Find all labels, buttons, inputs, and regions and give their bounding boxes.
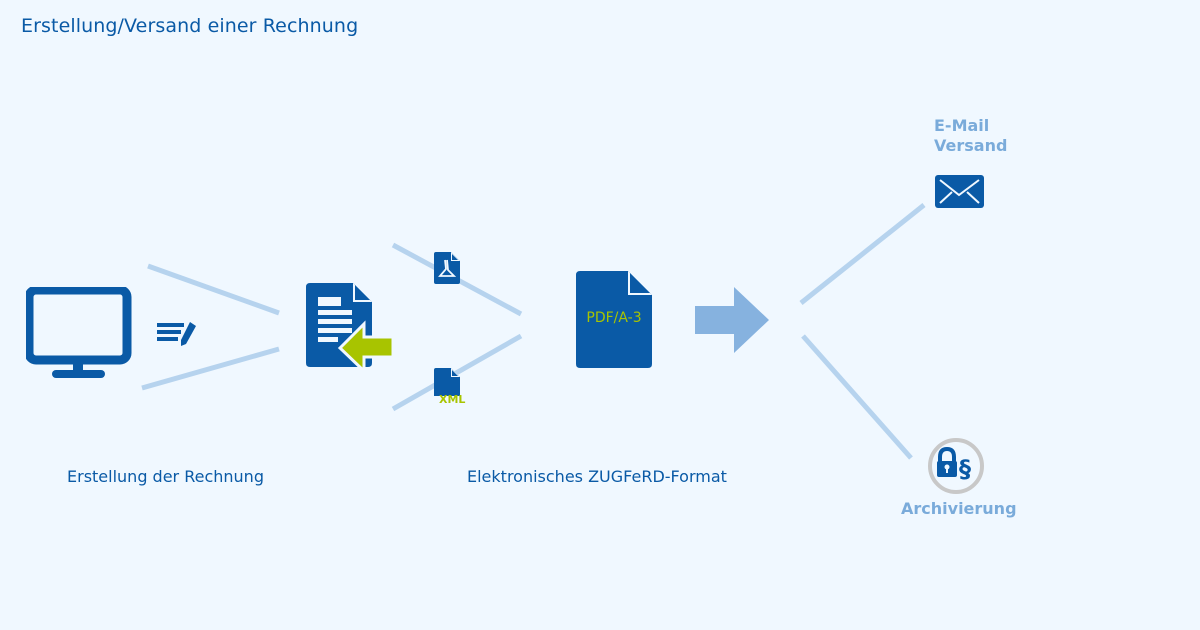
xml-label: XML	[439, 393, 465, 406]
pdf-file-icon	[434, 252, 460, 284]
monitor-icon	[26, 287, 132, 378]
connector-line	[141, 346, 280, 391]
right-arrow-icon	[695, 287, 769, 353]
import-arrow-icon	[337, 320, 395, 368]
edit-text-icon	[157, 322, 196, 346]
email-label: E-Mail Versand	[934, 116, 1008, 155]
xml-file-icon: XML	[434, 368, 465, 406]
format-label: Elektronisches ZUGFeRD-Format	[467, 467, 727, 486]
connector-line	[391, 333, 523, 412]
connector-line	[801, 334, 913, 460]
archive-label: Archivierung	[901, 499, 1017, 518]
connector-line	[799, 203, 926, 305]
pdfa3-label: PDF/A-3	[586, 310, 642, 326]
connector-line	[147, 263, 280, 316]
invoice-document-icon	[306, 283, 395, 368]
svg-text:§: §	[959, 455, 971, 483]
envelope-icon	[935, 175, 984, 208]
creation-label: Erstellung der Rechnung	[67, 467, 264, 486]
pdfa3-document-icon: PDF/A-3	[576, 271, 652, 368]
archive-lock-icon: §	[928, 438, 984, 494]
page-title: Erstellung/Versand einer Rechnung	[21, 15, 359, 37]
